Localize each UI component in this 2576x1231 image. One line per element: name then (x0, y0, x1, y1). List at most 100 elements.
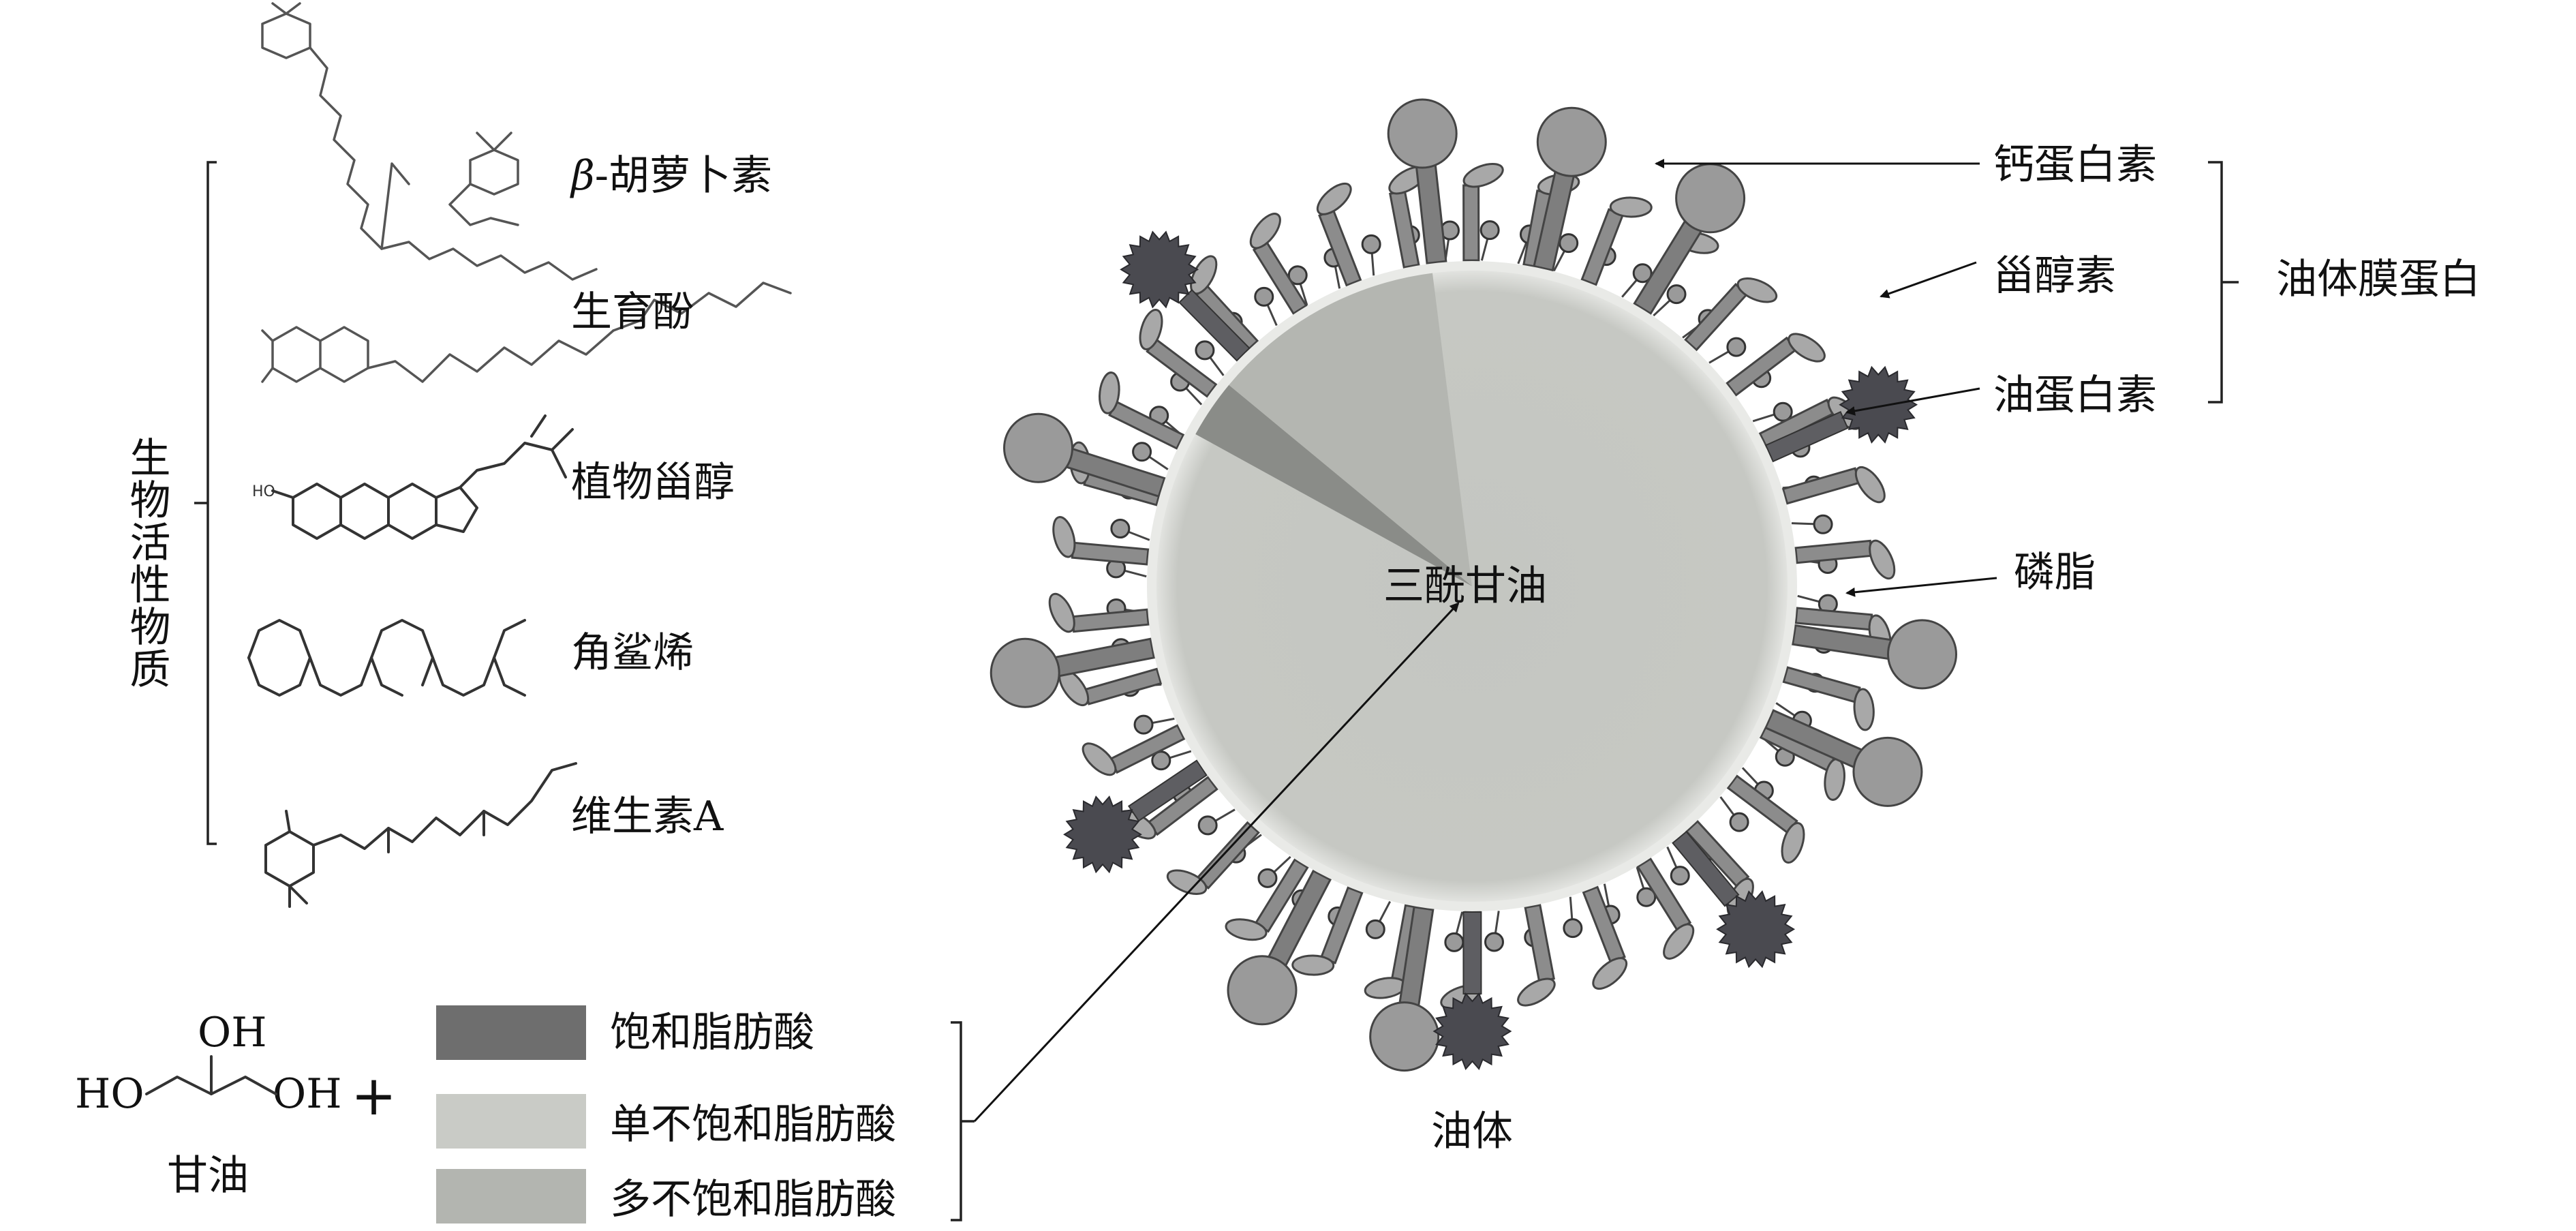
caleosin-head (1227, 955, 1298, 1026)
oleosin (1781, 467, 1861, 505)
oleosin (1462, 184, 1480, 262)
steroleosin-head (1839, 365, 1918, 444)
phospholipid-head (1636, 887, 1657, 907)
oleosin-cap (1781, 822, 1805, 864)
oleosin-cap (1291, 954, 1335, 976)
phytosterol-label: 植物甾醇 (571, 459, 735, 506)
oleosin (1782, 666, 1861, 703)
phospholipid-head (1287, 265, 1308, 286)
membrane-protein-bracket (2208, 161, 2223, 404)
legend-label-saturated: 饱和脂肪酸 (610, 1009, 814, 1057)
oleosin-cap (1052, 516, 1076, 558)
oleosin-label: 油蛋白素 (1993, 371, 2157, 419)
caleosin-head (1369, 1001, 1440, 1072)
beta-carotene-label: β-胡萝卜素 (570, 152, 772, 200)
legend-swatch-polyunsaturated (436, 1169, 586, 1224)
membrane-protein-group-label: 油体膜蛋白 (2276, 256, 2481, 303)
oleosin-cap (1166, 869, 1208, 895)
caleosin-head (1003, 412, 1074, 483)
steroleosin-stem (1178, 288, 1251, 362)
steroleosin-stem (1462, 911, 1482, 995)
legend-swatch-monounsaturated (436, 1094, 586, 1149)
legend-swatch-saturated (436, 1005, 586, 1060)
phospholipid-head (1813, 514, 1833, 534)
phospholipid-head (1484, 932, 1505, 952)
oleosin-cap (1249, 213, 1281, 249)
squalene-structure (247, 619, 526, 697)
oleosin-arrow (1845, 387, 1980, 416)
oil-body-caption: 油体 (1431, 1108, 1513, 1155)
phospholipid-head (1132, 442, 1152, 462)
fatty-acid-legend: 饱和脂肪酸 单不饱和脂肪酸 多不饱和脂肪酸 (436, 1005, 975, 1224)
oleosin (1083, 667, 1163, 705)
oleosin-cap (1788, 333, 1826, 363)
core-slice-monounsaturated (1229, 273, 1472, 586)
legend-bracket (951, 1021, 962, 1221)
phospholipid-head (1563, 918, 1583, 939)
oleosin-cap (1139, 308, 1163, 350)
phospholipid-head (1151, 750, 1171, 771)
legend-label-monounsaturated: 单不饱和脂肪酸 (610, 1101, 896, 1149)
bioactive-bracket (206, 161, 217, 845)
oleosin (1580, 208, 1625, 286)
oleosin-cap (1517, 977, 1556, 1007)
steroleosin-head (1716, 890, 1796, 969)
phospholipid-head (1559, 233, 1579, 254)
oleosin-cap (1663, 923, 1695, 960)
glycerol-oh-right: OH (273, 1070, 342, 1118)
beta-carotene-structure (261, 2, 598, 281)
caleosin-head (1886, 619, 1957, 690)
phospholipid-head (1254, 286, 1274, 307)
tocopherol-structure (261, 282, 792, 383)
membrane-layer (990, 98, 1957, 1072)
legend-label-polyunsaturated: 多不饱和脂肪酸 (610, 1176, 896, 1224)
membrane-protein-labels: 钙蛋白素 甾醇素 油蛋白素 油体膜蛋白 磷脂 (1655, 141, 2481, 597)
phospholipid-head (1773, 401, 1793, 422)
steroleosin-stem (1127, 759, 1208, 822)
caleosin-head (1387, 98, 1458, 169)
glycerol-structure: OH HO OH + 甘油 (75, 1009, 397, 1200)
phospholipid-head (1365, 919, 1385, 939)
oleosin (1582, 885, 1626, 964)
oleosin-cap (1099, 371, 1120, 414)
phospholipid-head (1726, 337, 1747, 357)
phytosterol-structure: HO (252, 414, 574, 540)
squalene-label: 角鲨烯 (571, 629, 694, 677)
core-label: 三酰甘油 (1383, 562, 1547, 610)
caleosin-head (990, 637, 1060, 708)
caleosin-head (1536, 106, 1607, 177)
oleosin (1319, 886, 1364, 964)
vitamin-a-label: 维生素A (571, 793, 724, 840)
oleosin-cap (1082, 742, 1117, 776)
bioactive-group-label: 生物活性物质 (123, 436, 170, 690)
steroleosin-head (1063, 795, 1142, 874)
oleosin-cap (1592, 957, 1628, 990)
caleosin-head (1675, 163, 1746, 234)
phospholipid-head (1361, 234, 1381, 254)
oleosin (1318, 209, 1362, 287)
oil-body: 三酰甘油 (990, 98, 1957, 1072)
phospholipid-head (1632, 263, 1653, 284)
oleosin-cap (1462, 163, 1504, 188)
steroleosin-head (1120, 230, 1199, 309)
oleosin-cap (1609, 196, 1653, 218)
oleosin-cap (1048, 592, 1075, 633)
caleosin-stem (1414, 158, 1447, 265)
steroleosin-head (1432, 992, 1512, 1071)
phospholipid-head (1195, 340, 1215, 361)
steroleosin-stem (1672, 830, 1740, 907)
phospholipid-label: 磷脂 (2014, 549, 2096, 596)
oleosin (1794, 539, 1873, 564)
caleosin-label: 钙蛋白素 (1993, 141, 2157, 189)
plus-sign: + (351, 1064, 397, 1127)
phospholipid-head (1133, 714, 1154, 735)
oleosin (1071, 541, 1150, 566)
phospholipid-head (1729, 812, 1749, 832)
tocopherol-label: 生育酚 (571, 288, 694, 336)
svg-text:HO: HO (252, 483, 275, 500)
oleosin-cap (1736, 277, 1778, 303)
phospholipid-head (1670, 866, 1690, 886)
vitamin-a-structure (264, 762, 577, 908)
phospholipid-head (1444, 932, 1465, 952)
